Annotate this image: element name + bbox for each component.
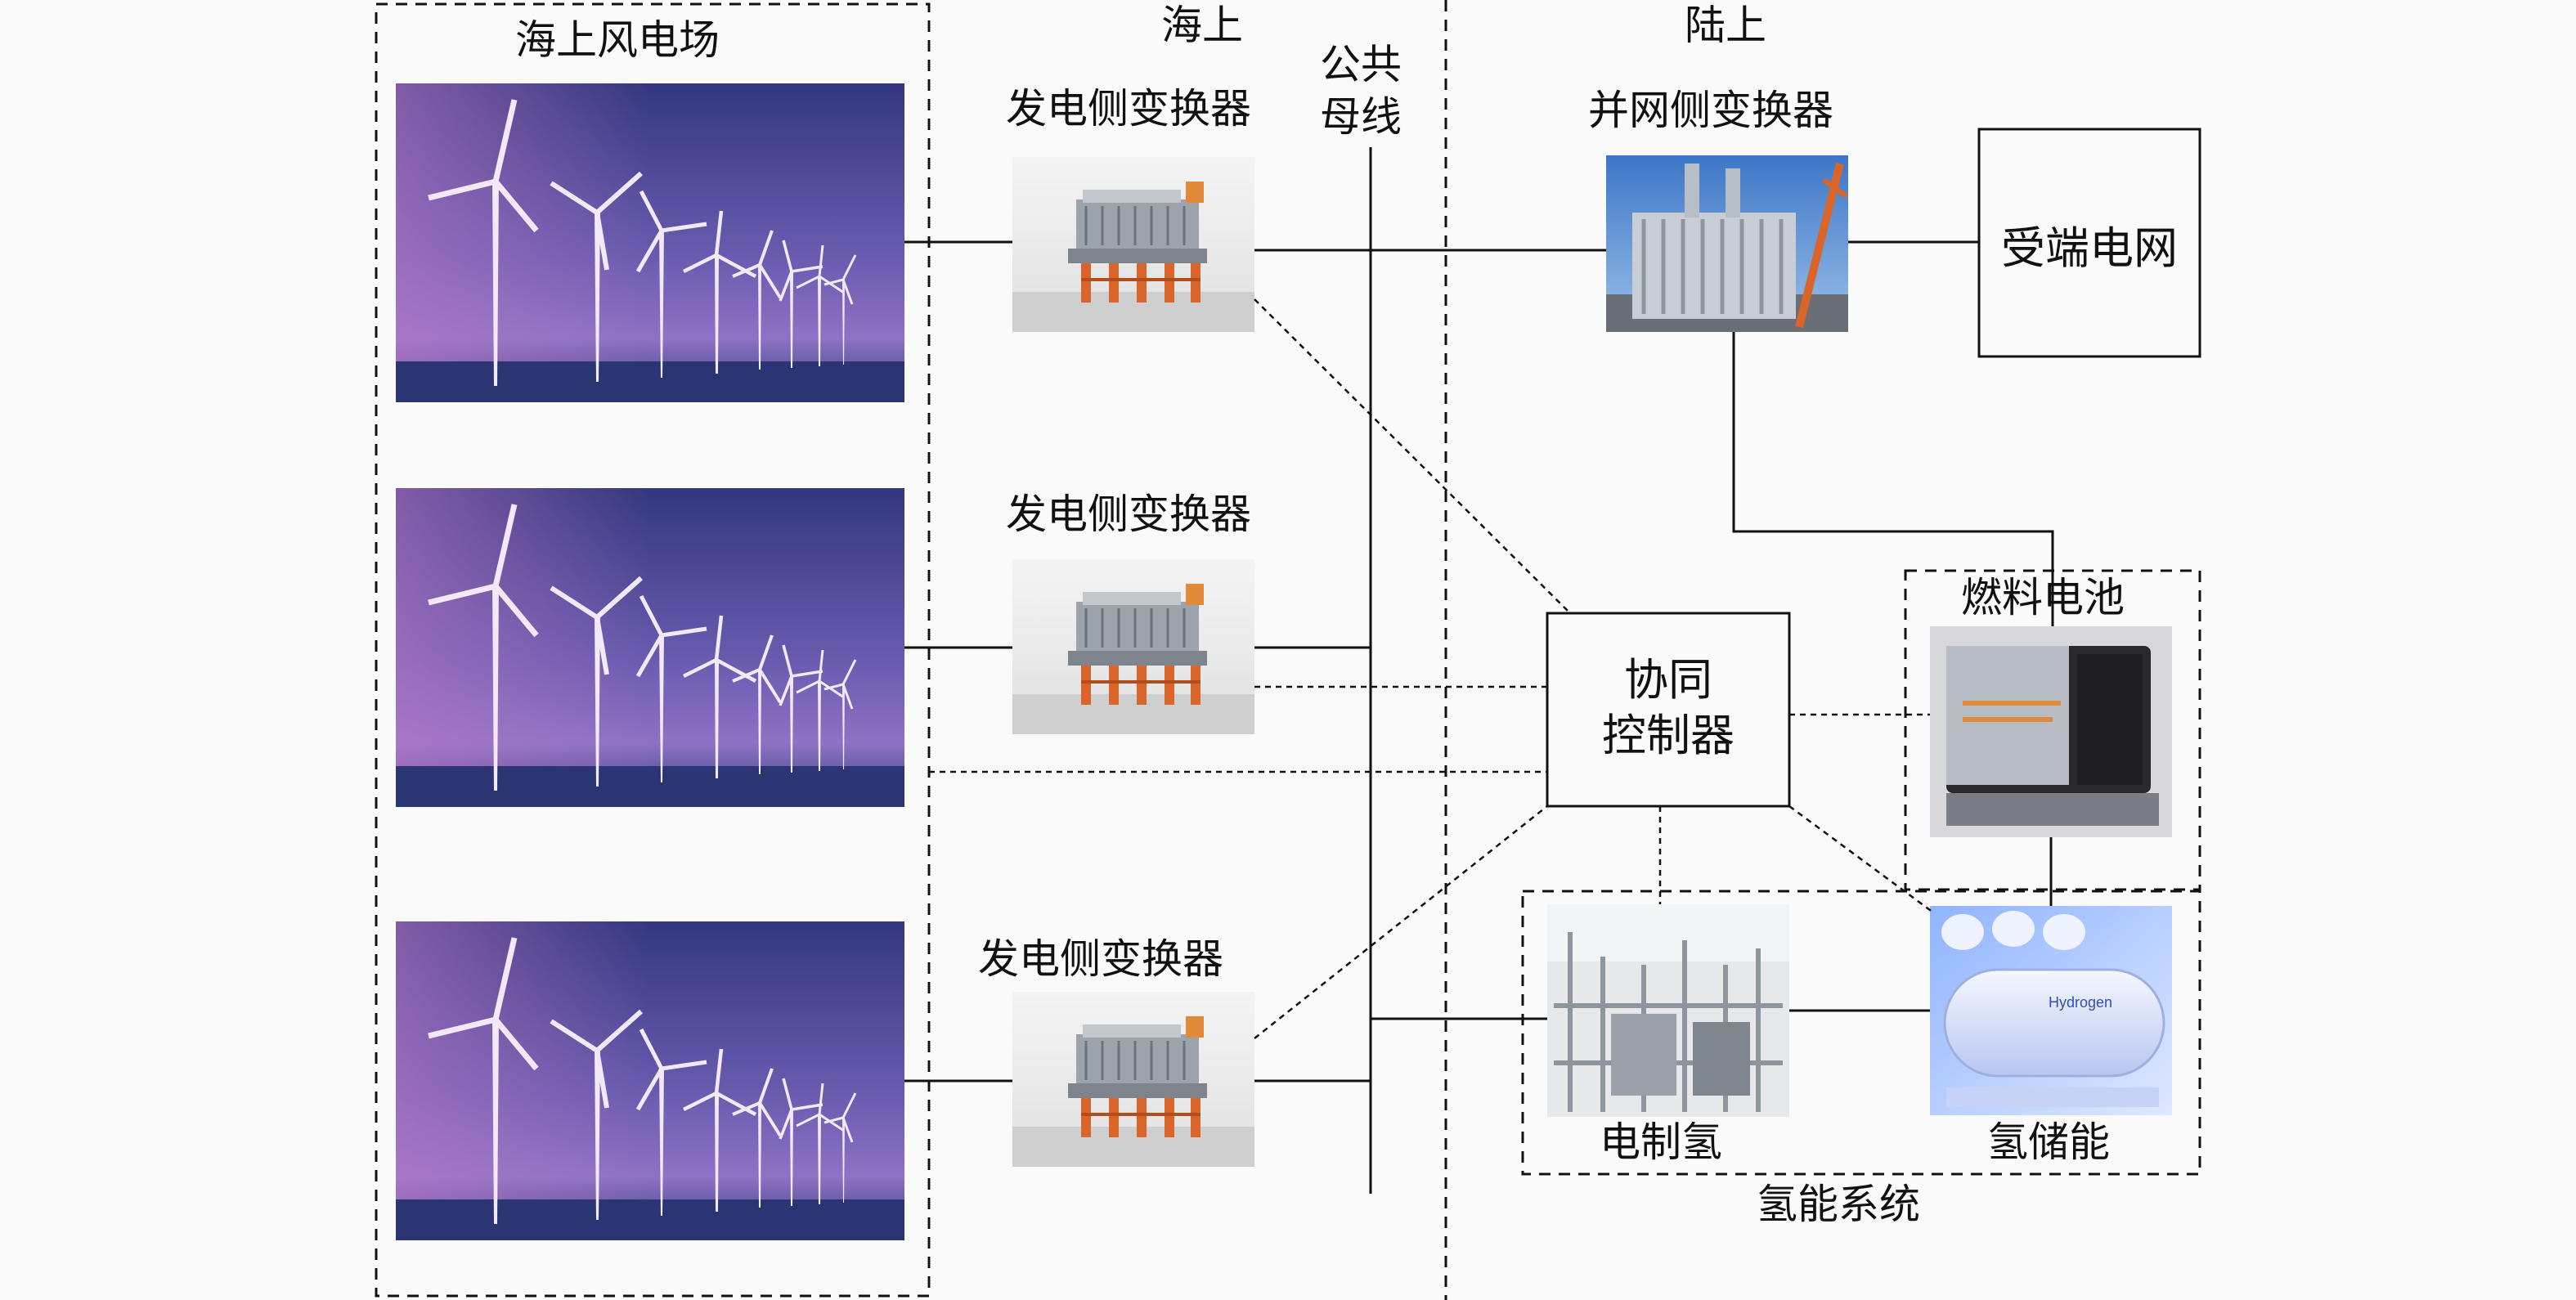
- control-signal-lines: [929, 298, 1934, 1039]
- hydrogen-system-label: 氢能系统: [1757, 1181, 1920, 1228]
- hydrogen-system-region: [1521, 890, 2201, 1176]
- receiving-grid-box: [1977, 128, 2201, 358]
- coordinated-controller-label-line2: 控制器: [1602, 710, 1735, 761]
- grid-side-converter-label: 并网侧变换器: [1588, 87, 1833, 134]
- hydrogen-tank-label: Hydrogen: [2049, 994, 2112, 1011]
- generator-side-converter-photo-3: [1011, 990, 1256, 1168]
- offshore-wind-farm-label: 海上风电场: [515, 16, 720, 64]
- coordinated-controller-label-line1: 协同: [1624, 654, 1712, 706]
- generator-side-converter-photo-2: [1011, 558, 1256, 736]
- generator-side-converter-label-2: 发电侧变换器: [1006, 491, 1251, 538]
- wind-farm-photo-2: [396, 488, 904, 807]
- hydrogen-storage-label: 氢储能: [1987, 1118, 2110, 1166]
- wind-farm-photo-3: [396, 921, 904, 1240]
- generator-side-converter-photo-1: [1011, 155, 1256, 334]
- electrolysis-label: 电制氢: [1600, 1118, 1722, 1166]
- fuel-cell-label: 燃料电池: [1961, 574, 2125, 621]
- common-bus-label-line1: 公共: [1320, 41, 1402, 88]
- electrolysis-photo: [1547, 904, 1789, 1117]
- coordinated-controller-box: [1546, 612, 1791, 808]
- common-bus-label-line2: 母线: [1320, 93, 1402, 141]
- power-lines: [904, 240, 2054, 1083]
- onshore-label: 陆上: [1685, 2, 1766, 49]
- offshore-wind-farm-region: [375, 2, 931, 1298]
- fuel-cell-photo: [1930, 626, 2172, 837]
- hydrogen-storage-photo: Hydrogen: [1930, 906, 2172, 1115]
- offshore-label: 海上: [1161, 2, 1243, 49]
- generator-side-converter-label-3: 发电侧变换器: [978, 935, 1223, 983]
- grid-side-converter-photo: [1606, 155, 1848, 332]
- receiving-grid-label: 受端电网: [2001, 222, 2178, 274]
- generator-side-converter-label-1: 发电侧变换器: [1006, 85, 1251, 132]
- wind-farm-photo-1: [396, 83, 904, 402]
